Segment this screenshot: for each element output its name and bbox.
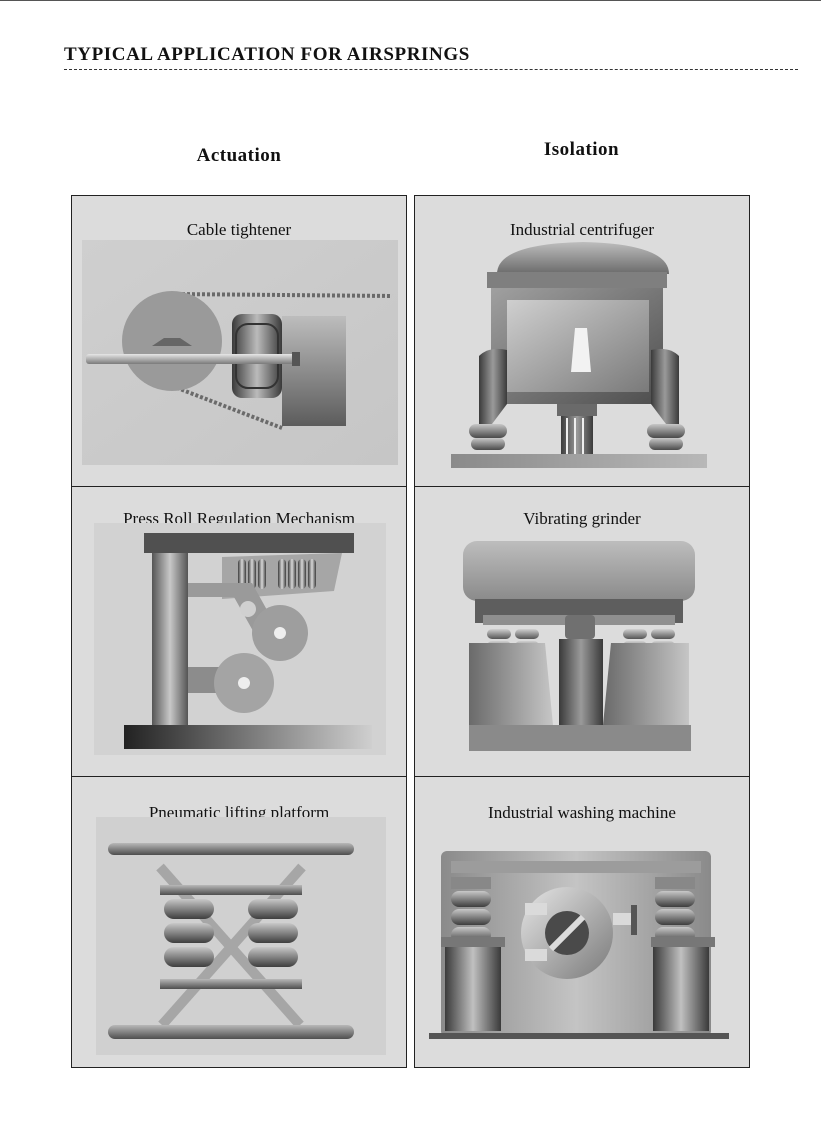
cable-tightener-illustration — [82, 240, 398, 465]
centrifuger-illustration — [451, 242, 707, 468]
panel-pneumatic-lifting-platform: Pneumatic lifting platform — [71, 776, 407, 1068]
panel-press-roll-regulation: Press Roll Regulation Mechanism — [71, 486, 407, 777]
column-heading-actuation: Actuation — [196, 145, 282, 166]
airspring-pair — [238, 559, 316, 589]
press-roll-illustration — [94, 523, 386, 755]
lifting-platform-illustration — [96, 817, 386, 1055]
panel-vibrating-grinder: Vibrating grinder — [414, 486, 750, 777]
top-border-line — [0, 0, 821, 1]
washing-machine-illustration — [429, 851, 729, 1039]
panel-industrial-washing-machine: Industrial washing machine — [414, 776, 750, 1068]
right-isolator-springs — [655, 891, 695, 943]
panel-label: Vibrating grinder — [523, 509, 641, 528]
title-underline — [64, 69, 798, 70]
panel-cable-tightener: Cable tightener — [71, 195, 407, 487]
panel-industrial-centrifuger: Industrial centrifuger — [414, 195, 750, 487]
vibrating-grinder-illustration — [463, 541, 695, 751]
applications-grid: Cable tightener Industrial centrifuger — [71, 195, 750, 1068]
panel-label: Industrial centrifuger — [510, 220, 654, 239]
page-title: TYPICAL APPLICATION FOR AIRSPRINGS — [64, 44, 470, 65]
left-isolator-springs — [451, 891, 491, 943]
panel-label: Industrial washing machine — [488, 803, 676, 822]
panel-label: Cable tightener — [186, 220, 292, 239]
column-heading-isolation: Isolation — [543, 139, 620, 160]
